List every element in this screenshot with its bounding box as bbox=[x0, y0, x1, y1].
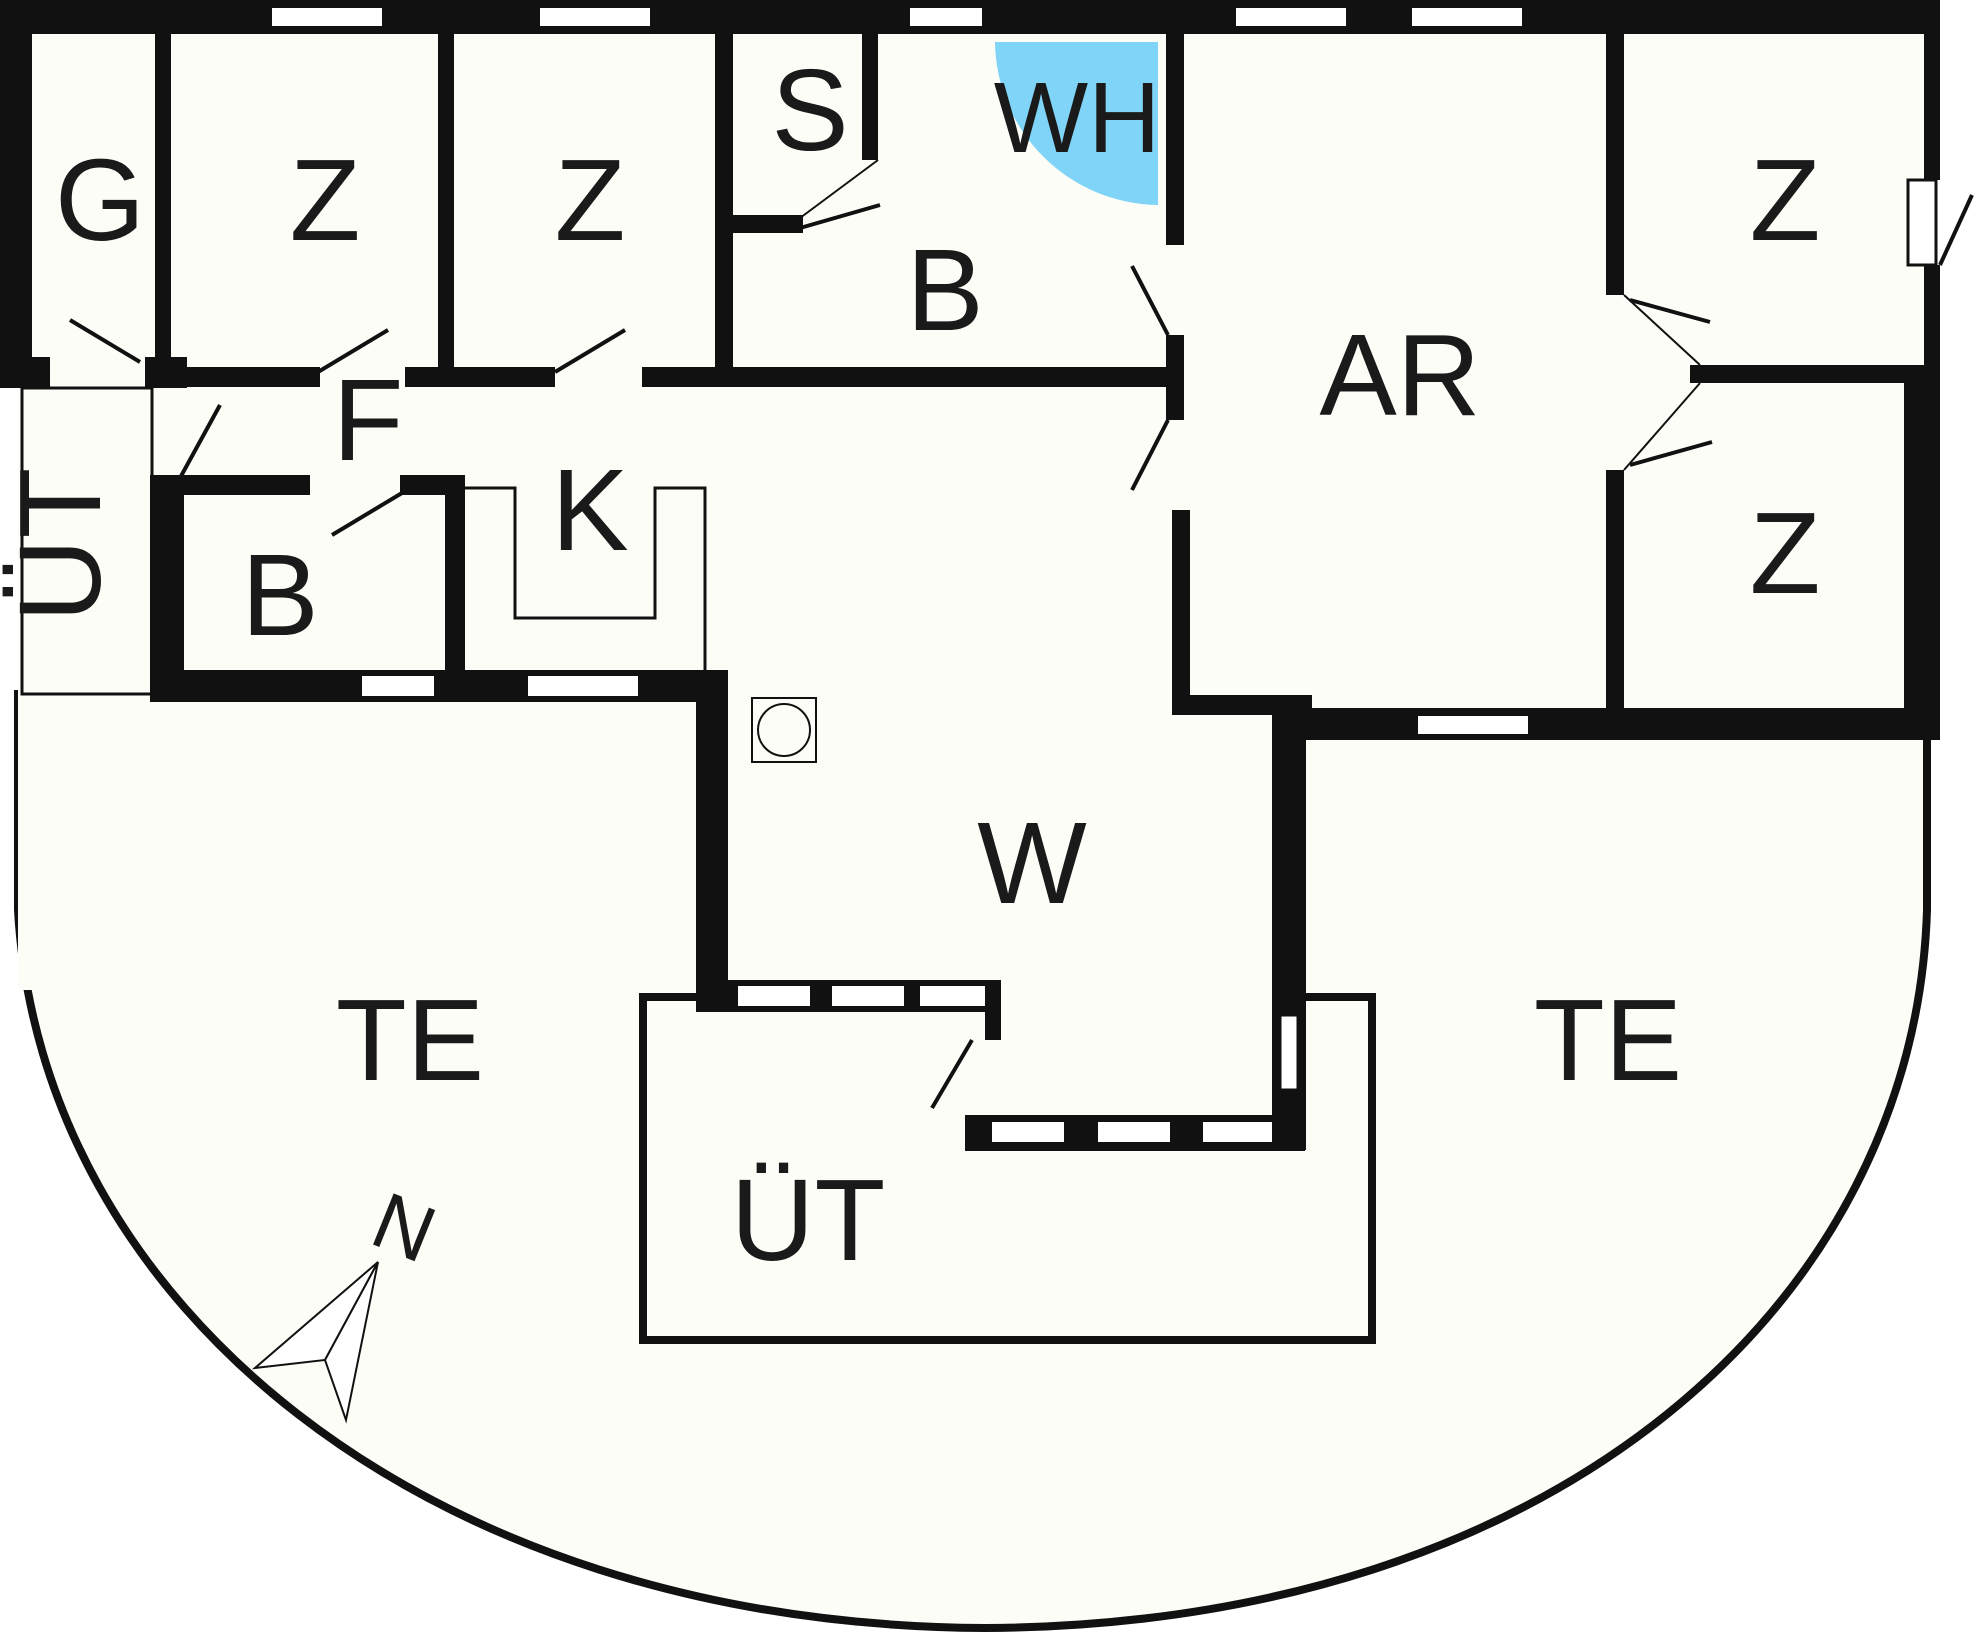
compass-arrow-right bbox=[323, 1261, 379, 1424]
room-label-ut2: ÜT bbox=[731, 1155, 886, 1285]
wall-g-z1 bbox=[155, 30, 171, 370]
wall-left-sill bbox=[0, 357, 50, 388]
window-notch-2b bbox=[832, 986, 904, 1006]
wall-b-ar-lower bbox=[1166, 335, 1184, 420]
wall-b2-left bbox=[150, 475, 184, 700]
terrace-left-floor bbox=[18, 690, 700, 990]
ut-lower-floor bbox=[647, 1001, 1368, 1336]
wall-z2-s bbox=[715, 30, 733, 370]
wall-z-bottom bbox=[1290, 708, 1935, 740]
door-swing-right bbox=[1938, 194, 1974, 266]
door-frames bbox=[799, 159, 1701, 471]
room-labels: G Z Z S WH B AR Z Z F ÜT B K W TE TE ÜT bbox=[0, 45, 1820, 1285]
window-w-bottom-3b bbox=[1203, 1122, 1275, 1142]
window-top-4 bbox=[1236, 8, 1346, 26]
window-w-bottom-2b bbox=[1098, 1122, 1170, 1142]
room-label-b2: B bbox=[241, 530, 318, 660]
wall-ar-z3 bbox=[1606, 30, 1624, 295]
door-b2 bbox=[330, 491, 404, 537]
window-notch-1b bbox=[738, 986, 810, 1006]
stove-icon-circle bbox=[757, 703, 811, 757]
ut-lower-outline bbox=[639, 993, 1376, 1344]
wall-ar-left bbox=[1172, 510, 1190, 710]
building-floor bbox=[10, 8, 1935, 1140]
door-z3 bbox=[1629, 298, 1711, 324]
stove-icon bbox=[751, 697, 817, 763]
room-label-z3: Z bbox=[1750, 135, 1821, 265]
wall-b-ar bbox=[1166, 30, 1184, 245]
room-label-te2: TE bbox=[1534, 975, 1682, 1105]
wall-z1-z2 bbox=[438, 30, 454, 370]
room-label-ut1: ÜT bbox=[0, 468, 125, 623]
door-s bbox=[799, 203, 881, 230]
wall-ar-z4 bbox=[1606, 470, 1624, 710]
wall-b2-top-left bbox=[150, 475, 310, 495]
window-b2-bottom bbox=[362, 676, 434, 696]
window-w-bottom-1b bbox=[992, 1122, 1064, 1142]
wall-z-right bbox=[1904, 370, 1936, 740]
window-top-3 bbox=[910, 8, 982, 26]
room-label-f: F bbox=[333, 355, 404, 485]
window-top-2 bbox=[540, 8, 650, 26]
window-top-5 bbox=[1412, 8, 1522, 26]
room-label-z2: Z bbox=[555, 135, 626, 265]
wall-corridor-2 bbox=[180, 367, 320, 387]
window-notch-3b bbox=[920, 986, 992, 1006]
door-b-2 bbox=[1130, 419, 1170, 491]
frame-z4-1 bbox=[1623, 382, 1701, 471]
frame-s-1 bbox=[799, 159, 879, 219]
wall-notch-right-redraw bbox=[985, 980, 1001, 1040]
room-label-s: S bbox=[771, 45, 848, 175]
wall-z3-corner bbox=[1690, 365, 1710, 383]
wall-s-bottom bbox=[733, 215, 803, 233]
room-label-wh: WH bbox=[994, 62, 1161, 174]
door-b-1 bbox=[1130, 265, 1170, 336]
compass-arrow-icon bbox=[251, 1261, 379, 1424]
room-label-b1: B bbox=[906, 225, 983, 355]
door-swings bbox=[68, 203, 1713, 1110]
window-w-right-b bbox=[1278, 1013, 1300, 1092]
window-k-bottom bbox=[528, 676, 638, 696]
wall-s-b bbox=[862, 30, 878, 160]
wall-right-upper-thick bbox=[1930, 0, 1940, 180]
room-label-z4: Z bbox=[1750, 488, 1821, 618]
door-ut-lower bbox=[930, 1038, 974, 1110]
wall-corridor-3 bbox=[405, 367, 555, 387]
window-right bbox=[1906, 178, 1938, 267]
wall-w-left bbox=[696, 670, 728, 1012]
room-label-g: G bbox=[55, 135, 145, 265]
kitchen-counter bbox=[465, 486, 707, 670]
room-label-te1: TE bbox=[336, 975, 484, 1105]
door-z4 bbox=[1629, 440, 1713, 467]
room-label-k: K bbox=[551, 445, 628, 575]
wall-z3-z4 bbox=[1700, 365, 1930, 383]
wall-corridor-4 bbox=[642, 367, 1174, 387]
window-z-bottom bbox=[1418, 716, 1528, 734]
door-ut-top bbox=[178, 404, 222, 479]
notch-door-gap bbox=[968, 1040, 1002, 1115]
door-z1 bbox=[316, 328, 390, 374]
window-top-1 bbox=[272, 8, 382, 26]
frame-z3-1 bbox=[1623, 294, 1701, 366]
room-label-ar: AR bbox=[1319, 310, 1480, 440]
whirlpool-icon bbox=[995, 42, 1158, 205]
wall-left bbox=[0, 0, 32, 388]
door-g bbox=[68, 318, 142, 364]
wall-b2-right bbox=[445, 475, 465, 675]
wall-left-block-bottom bbox=[150, 670, 728, 702]
room-label-z1: Z bbox=[290, 135, 361, 265]
room-label-w: W bbox=[977, 798, 1087, 928]
ut-left-outline bbox=[20, 386, 154, 696]
door-z2 bbox=[553, 328, 627, 374]
